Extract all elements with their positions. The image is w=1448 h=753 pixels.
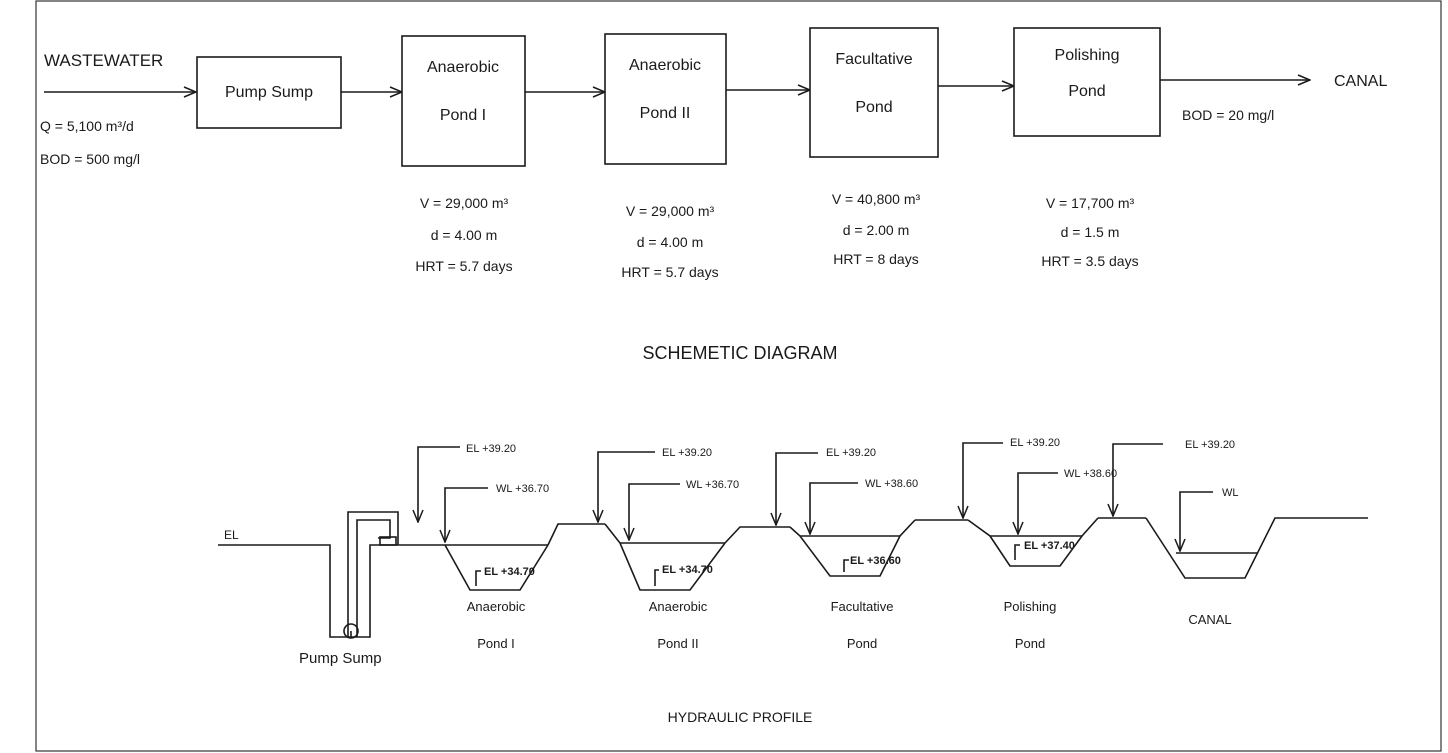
canal-label: CANAL xyxy=(1334,73,1387,90)
anaerobic-pond-2-volume: V = 29,000 m³ xyxy=(626,203,715,219)
output-bod: BOD = 20 mg/l xyxy=(1182,107,1274,123)
anaerobic-pond-1-line2: Pond I xyxy=(440,107,486,124)
anaerobic-pond-2-hrt: HRT = 5.7 days xyxy=(621,264,718,280)
pond-2-bottom-el: EL +34.70 xyxy=(662,564,713,576)
facultative-bottom-el: EL +36.60 xyxy=(850,555,901,567)
facultative-pond-hrt: HRT = 8 days xyxy=(833,251,918,267)
facultative-wl: WL +38.60 xyxy=(865,478,918,490)
polishing-wl: WL +38.60 xyxy=(1064,468,1117,480)
wastewater-label: WASTEWATER xyxy=(44,51,163,70)
profile-drawing xyxy=(218,442,1368,639)
facultative-pond-line1: Facultative xyxy=(835,51,912,68)
anaerobic-pond-2-line1: Anaerobic xyxy=(629,57,701,74)
facultative-name-line2: Pond xyxy=(847,636,877,651)
anaerobic-pond-1-volume: V = 29,000 m³ xyxy=(420,195,509,211)
facultative-pond-box xyxy=(809,27,939,158)
pump-sump-box xyxy=(196,56,342,129)
polishing-pond-hrt: HRT = 3.5 days xyxy=(1041,253,1138,269)
anaerobic-pond-1-box xyxy=(401,35,526,167)
facultative-top-el: EL +39.20 xyxy=(826,447,876,459)
polishing-pond-line1: Polishing xyxy=(1055,47,1120,64)
polishing-pond-line2: Pond xyxy=(1068,83,1105,100)
pond-1-bottom-el: EL +34.70 xyxy=(484,566,535,578)
polishing-pond-box xyxy=(1013,27,1161,137)
pond-1-name-line2: Pond I xyxy=(477,636,515,651)
polishing-pond-volume: V = 17,700 m³ xyxy=(1046,195,1135,211)
facultative-name-line1: Facultative xyxy=(831,599,894,614)
anaerobic-pond-2-box xyxy=(604,33,727,165)
pond-2-name-line2: Pond II xyxy=(657,636,698,651)
anaerobic-pond-1-hrt: HRT = 5.7 days xyxy=(415,258,512,274)
anaerobic-pond-2-depth: d = 4.00 m xyxy=(637,234,704,250)
facultative-pond-line2: Pond xyxy=(855,99,892,116)
pond-2-wl: WL +36.70 xyxy=(686,479,739,491)
pond-2-name-line1: Anaerobic xyxy=(649,599,708,614)
anaerobic-pond-2-line2: Pond II xyxy=(640,105,691,122)
canal-wl: WL xyxy=(1222,487,1239,499)
anaerobic-pond-1-line1: Anaerobic xyxy=(427,59,499,76)
page-border xyxy=(35,0,1442,752)
canal-top-el: EL +39.20 xyxy=(1185,439,1235,451)
polishing-name-line2: Pond xyxy=(1015,636,1045,651)
pond-1-wl: WL +36.70 xyxy=(496,483,549,495)
pump-sump-profile-label: Pump Sump xyxy=(299,650,382,667)
canal-name: CANAL xyxy=(1188,612,1231,627)
pond-2-top-el: EL +39.20 xyxy=(662,447,712,459)
profile-title: HYDRAULIC PROFILE xyxy=(668,709,813,725)
polishing-bottom-el: EL +37.40 xyxy=(1024,540,1075,552)
input-flow: Q = 5,100 m³/d xyxy=(40,118,134,134)
pond-1-top-el: EL +39.20 xyxy=(466,443,516,455)
pond-1-name-line1: Anaerobic xyxy=(467,599,526,614)
facultative-pond-depth: d = 2.00 m xyxy=(843,222,910,238)
facultative-pond-volume: V = 40,800 m³ xyxy=(832,191,921,207)
input-bod: BOD = 500 mg/l xyxy=(40,151,140,167)
polishing-pond-depth: d = 1.5 m xyxy=(1061,224,1120,240)
polishing-name-line1: Polishing xyxy=(1004,599,1057,614)
ground-el-label: EL xyxy=(224,528,239,542)
schematic-title: SCHEMETIC DIAGRAM xyxy=(642,343,837,363)
pump-sump-box-label: Pump Sump xyxy=(225,84,313,101)
polishing-top-el: EL +39.20 xyxy=(1010,437,1060,449)
anaerobic-pond-1-depth: d = 4.00 m xyxy=(431,227,498,243)
